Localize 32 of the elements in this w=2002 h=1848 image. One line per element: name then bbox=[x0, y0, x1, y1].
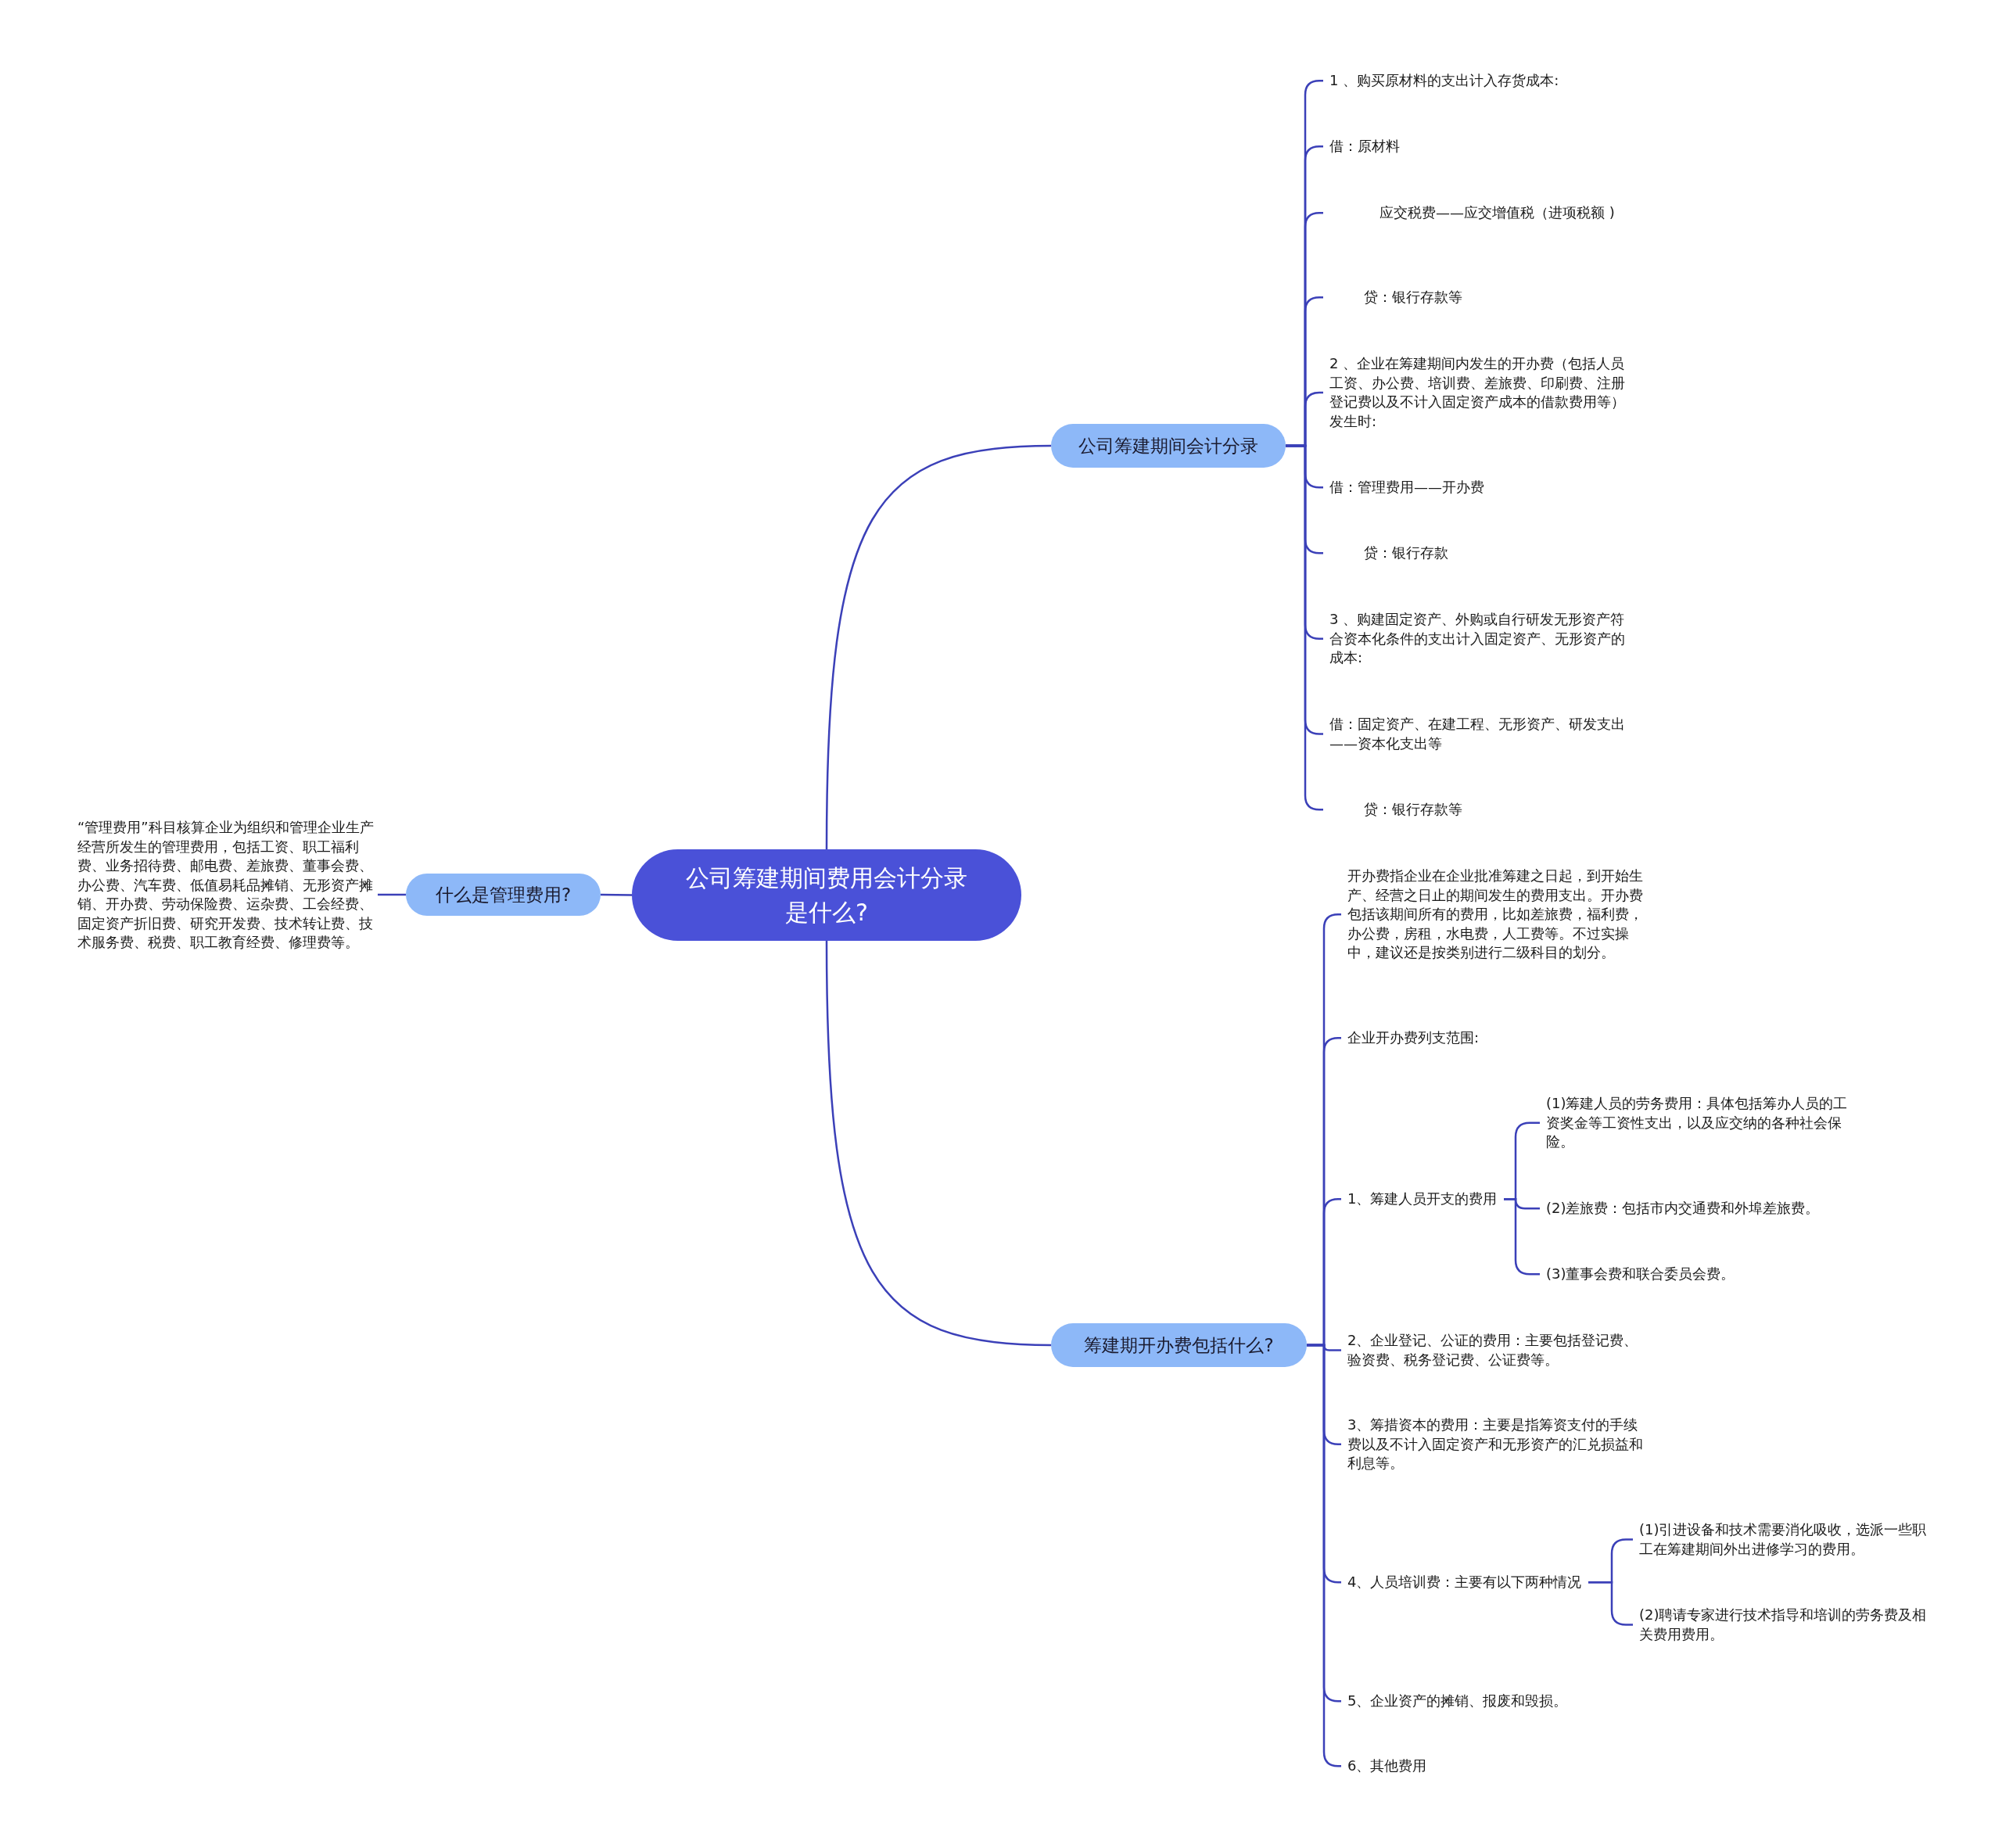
topic-text: 5、企业资产的摊销、报废和毁损。 bbox=[1341, 1692, 1574, 1711]
topic-text: (3)董事会费和联合委员会费。 bbox=[1540, 1265, 1742, 1284]
topic-text: 借：固定资产、在建工程、无形资产、研发支出——资本化支出等 bbox=[1323, 715, 1628, 753]
topic-text: 6、其他费用 bbox=[1341, 1756, 1433, 1776]
topic-text: 2 、企业在筹建期间内发生的开办费（包括人员工资、办公费、培训费、差旅费、印刷费、注册登记费以及不计入固定资产成本的借款费用等）发生时: bbox=[1323, 354, 1628, 431]
connector bbox=[825, 444, 1052, 849]
topic-text: 借：原材料 bbox=[1323, 137, 1406, 156]
topic-text: (2)聘请专家进行技术指导和培训的劳务费及相关费用费用。 bbox=[1633, 1606, 1928, 1644]
topic-pill: 筹建期开办费包括什么? bbox=[1051, 1323, 1307, 1367]
topic-pill: 公司筹建期间会计分录 bbox=[1051, 424, 1286, 468]
topic-text: 开办费指企业在企业批准筹建之日起，到开始生产、经营之日止的期间发生的费用支出。开办费包括该期间所有的费用，比如差旅费，福利费，办公费，房租，水电费，人工费等。不过实操中，建议还是按类别进行二级科目的划分。 bbox=[1341, 867, 1649, 963]
topic-text: 1 、购买原材料的支出计入存货成本: bbox=[1323, 71, 1566, 91]
topic-text: (1)引进设备和技术需要消化吸收，选派一些职工在筹建期间外出进修学习的费用。 bbox=[1633, 1520, 1928, 1559]
topic-text: 3、筹措资本的费用：主要是指筹资支付的手续费以及不计入固定资产和无形资产的汇兑损益和利息等。 bbox=[1341, 1416, 1649, 1473]
topic-text: 4、人员培训费：主要有以下两种情况 bbox=[1341, 1573, 1588, 1592]
topic-text: 2、企业登记、公证的费用：主要包括登记费、验资费、税务登记费、公证费等。 bbox=[1341, 1331, 1643, 1369]
topic-text: 应交税费——应交增值税（进项税额 ) bbox=[1323, 203, 1621, 223]
topic-text: “管理费用”科目核算企业为组织和管理企业生产经营所发生的管理费用，包括工资、职工福利费、业务招待费、邮电费、差旅费、董事会费、办公费、汽车费、低值易耗品摊销、无形资产摊销、开办费、劳动保险费、运杂费、工会经费、固定资产折旧费、研究开发费、技术转让费、技术服务费、税费、职工教育经费、修理费等。 bbox=[71, 818, 378, 953]
topic-text: 借：管理费用——开办费 bbox=[1323, 478, 1491, 497]
topic-text: 贷：银行存款 bbox=[1323, 544, 1455, 563]
central-topic: 公司筹建期间费用会计分录是什么? bbox=[632, 849, 1021, 941]
connector bbox=[601, 893, 632, 896]
topic-text: 企业开办费列支范围: bbox=[1341, 1028, 1486, 1048]
topic-text: 3 、购建固定资产、外购或自行研发无形资产符合资本化条件的支出计入固定资产、无形资产的成本: bbox=[1323, 610, 1628, 668]
topic-pill: 什么是管理费用? bbox=[406, 874, 601, 916]
connector bbox=[825, 941, 1052, 1347]
connector bbox=[378, 893, 406, 896]
topic-text: 贷：银行存款等 bbox=[1323, 288, 1469, 307]
topic-text: 1、筹建人员开支的费用 bbox=[1341, 1190, 1504, 1209]
topic-text: 贷：银行存款等 bbox=[1323, 800, 1469, 820]
topic-text: (2)差旅费：包括市内交通费和外埠差旅费。 bbox=[1540, 1199, 1826, 1218]
topic-text: (1)筹建人员的劳务费用：具体包括筹办人员的工资奖金等工资性支出，以及应交纳的各种社会保险。 bbox=[1540, 1094, 1850, 1152]
